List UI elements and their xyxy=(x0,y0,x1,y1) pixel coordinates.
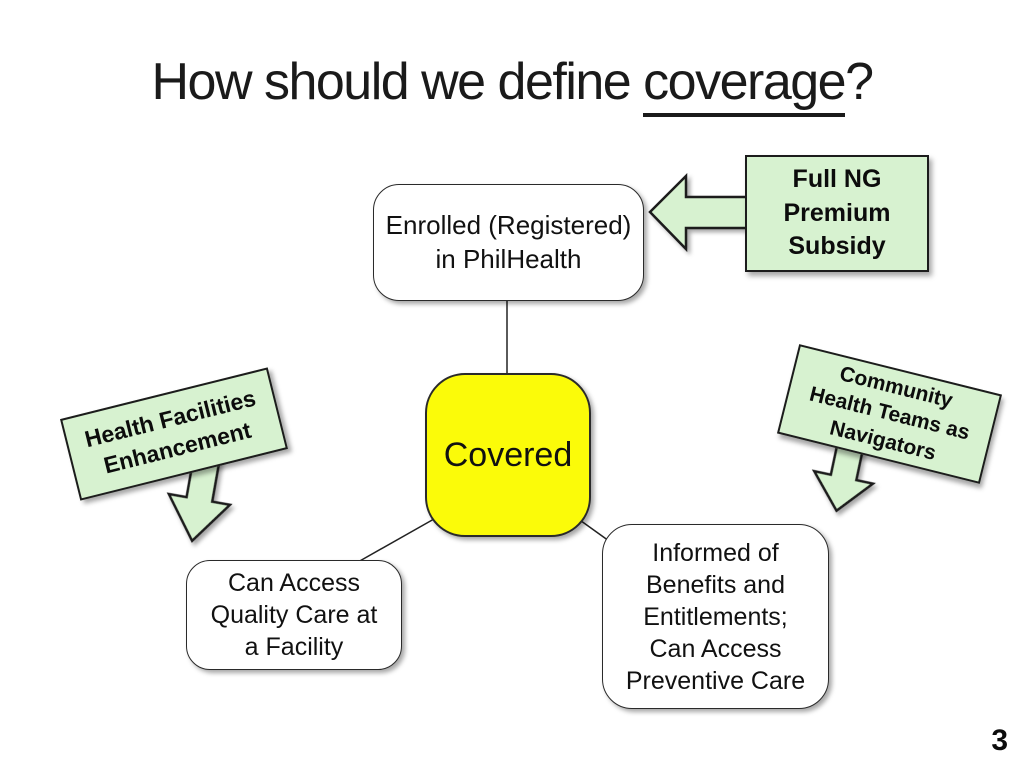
node-line: Entitlements; xyxy=(643,602,788,631)
node-covered: Covered xyxy=(425,373,591,537)
callout-line: Premium xyxy=(783,198,891,227)
node-enrolled-philhealth: Enrolled (Registered) in PhilHealth xyxy=(373,184,644,301)
title-suffix: ? xyxy=(845,53,874,111)
node-line: in PhilHealth xyxy=(435,243,582,274)
callout-full-ng-premium-subsidy: Full NG Premium Subsidy xyxy=(745,155,929,272)
node-can-access-quality-care: Can Access Quality Care at a Facility xyxy=(186,560,402,670)
node-line: Can Access xyxy=(649,634,782,663)
node-line: a Facility xyxy=(244,633,344,661)
node-line: Preventive Care xyxy=(625,666,806,695)
node-informed-of-benefits: Informed of Benefits and Entitlements; C… xyxy=(602,524,829,709)
node-line: Covered xyxy=(443,435,573,474)
node-line: Can Access xyxy=(227,569,360,597)
node-line: Enrolled (Registered) xyxy=(385,209,632,240)
node-line: Quality Care at xyxy=(210,601,378,629)
callout-line: Full NG xyxy=(792,164,882,193)
connector-bottom-left xyxy=(357,518,435,563)
slide-title: How should we define coverage? xyxy=(0,52,1024,117)
page-number: 3 xyxy=(991,724,1008,757)
full-ng-left-arrow-icon xyxy=(648,172,750,253)
node-line: Informed of xyxy=(652,538,779,567)
title-prefix: How should we define xyxy=(151,53,644,111)
node-line: Benefits and xyxy=(646,570,785,599)
callout-line: Subsidy xyxy=(788,232,886,261)
title-underlined-word: coverage xyxy=(643,53,847,117)
